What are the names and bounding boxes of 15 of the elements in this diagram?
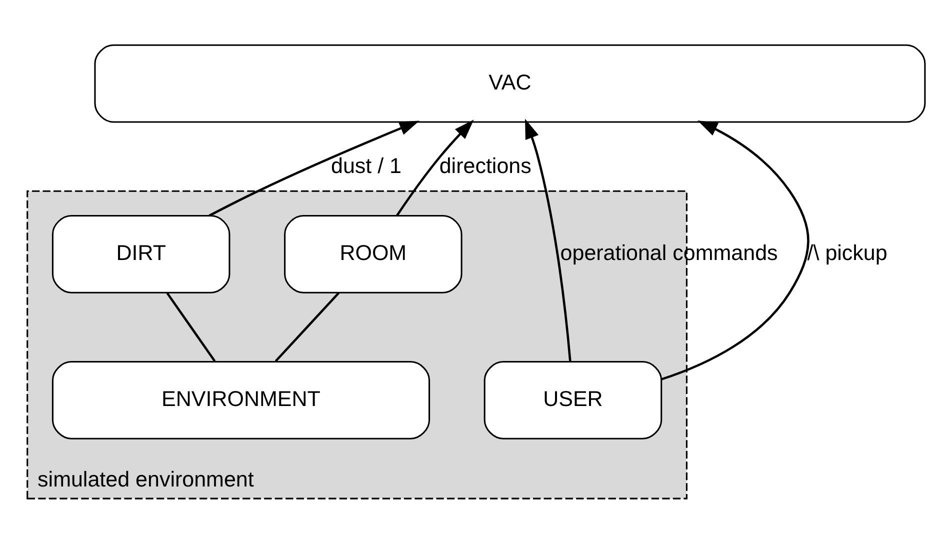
arrow	[208, 120, 420, 217]
connector	[274, 292, 340, 362]
arrow	[396, 120, 474, 216]
node-box: DIRT	[52, 214, 230, 294]
edge-label: directions	[439, 154, 532, 178]
node-box: VAC	[94, 44, 926, 123]
edge-label: dust / 1	[330, 154, 402, 178]
arrow	[661, 120, 810, 380]
edge-label: /\ pickup	[807, 240, 888, 265]
node-box: ROOM	[284, 214, 462, 294]
edge-label: operational commands	[560, 240, 778, 265]
node-box: ENVIRONMENT	[52, 361, 430, 440]
arrow	[525, 118, 572, 362]
connector	[166, 292, 216, 362]
node-box: USER	[484, 361, 662, 440]
